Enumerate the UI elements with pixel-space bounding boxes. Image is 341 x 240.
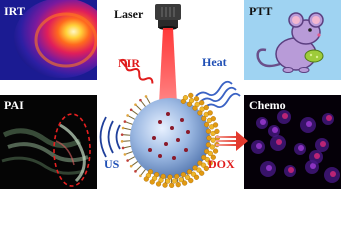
dox-arrow-icon bbox=[216, 131, 248, 151]
thermal-image bbox=[0, 0, 97, 80]
nir-wave bbox=[119, 58, 154, 84]
mouse-icon bbox=[244, 0, 341, 80]
photoacoustic-image bbox=[0, 95, 97, 189]
heat-wave-icon bbox=[195, 80, 241, 109]
center-diagram bbox=[99, 4, 248, 188]
pai-label: PAI bbox=[4, 98, 24, 112]
laser-beam bbox=[159, 28, 177, 104]
irt-label: IRT bbox=[4, 4, 25, 18]
us-label: US bbox=[104, 157, 120, 171]
tumor-region-outline bbox=[53, 113, 91, 187]
ultrasound-wave-icon bbox=[99, 116, 121, 158]
chemo-label: Chemo bbox=[249, 98, 286, 112]
nanoparticle-icon bbox=[120, 92, 221, 188]
dox-label: DOX bbox=[208, 157, 235, 171]
chemo-panel: Chemo bbox=[244, 95, 341, 189]
heat-label: Heat bbox=[202, 55, 227, 69]
ptt-panel: PTT bbox=[244, 0, 341, 80]
ptt-label: PTT bbox=[249, 4, 273, 18]
fluorescence-image bbox=[244, 95, 341, 189]
nir-label: NIR bbox=[118, 56, 141, 70]
irt-panel: IRT bbox=[0, 0, 97, 80]
laser-device-icon bbox=[155, 4, 181, 30]
laser-label: Laser bbox=[114, 7, 144, 21]
pai-panel: PAI bbox=[0, 95, 97, 189]
theranostics-diagram: IRT PTT bbox=[0, 0, 341, 189]
